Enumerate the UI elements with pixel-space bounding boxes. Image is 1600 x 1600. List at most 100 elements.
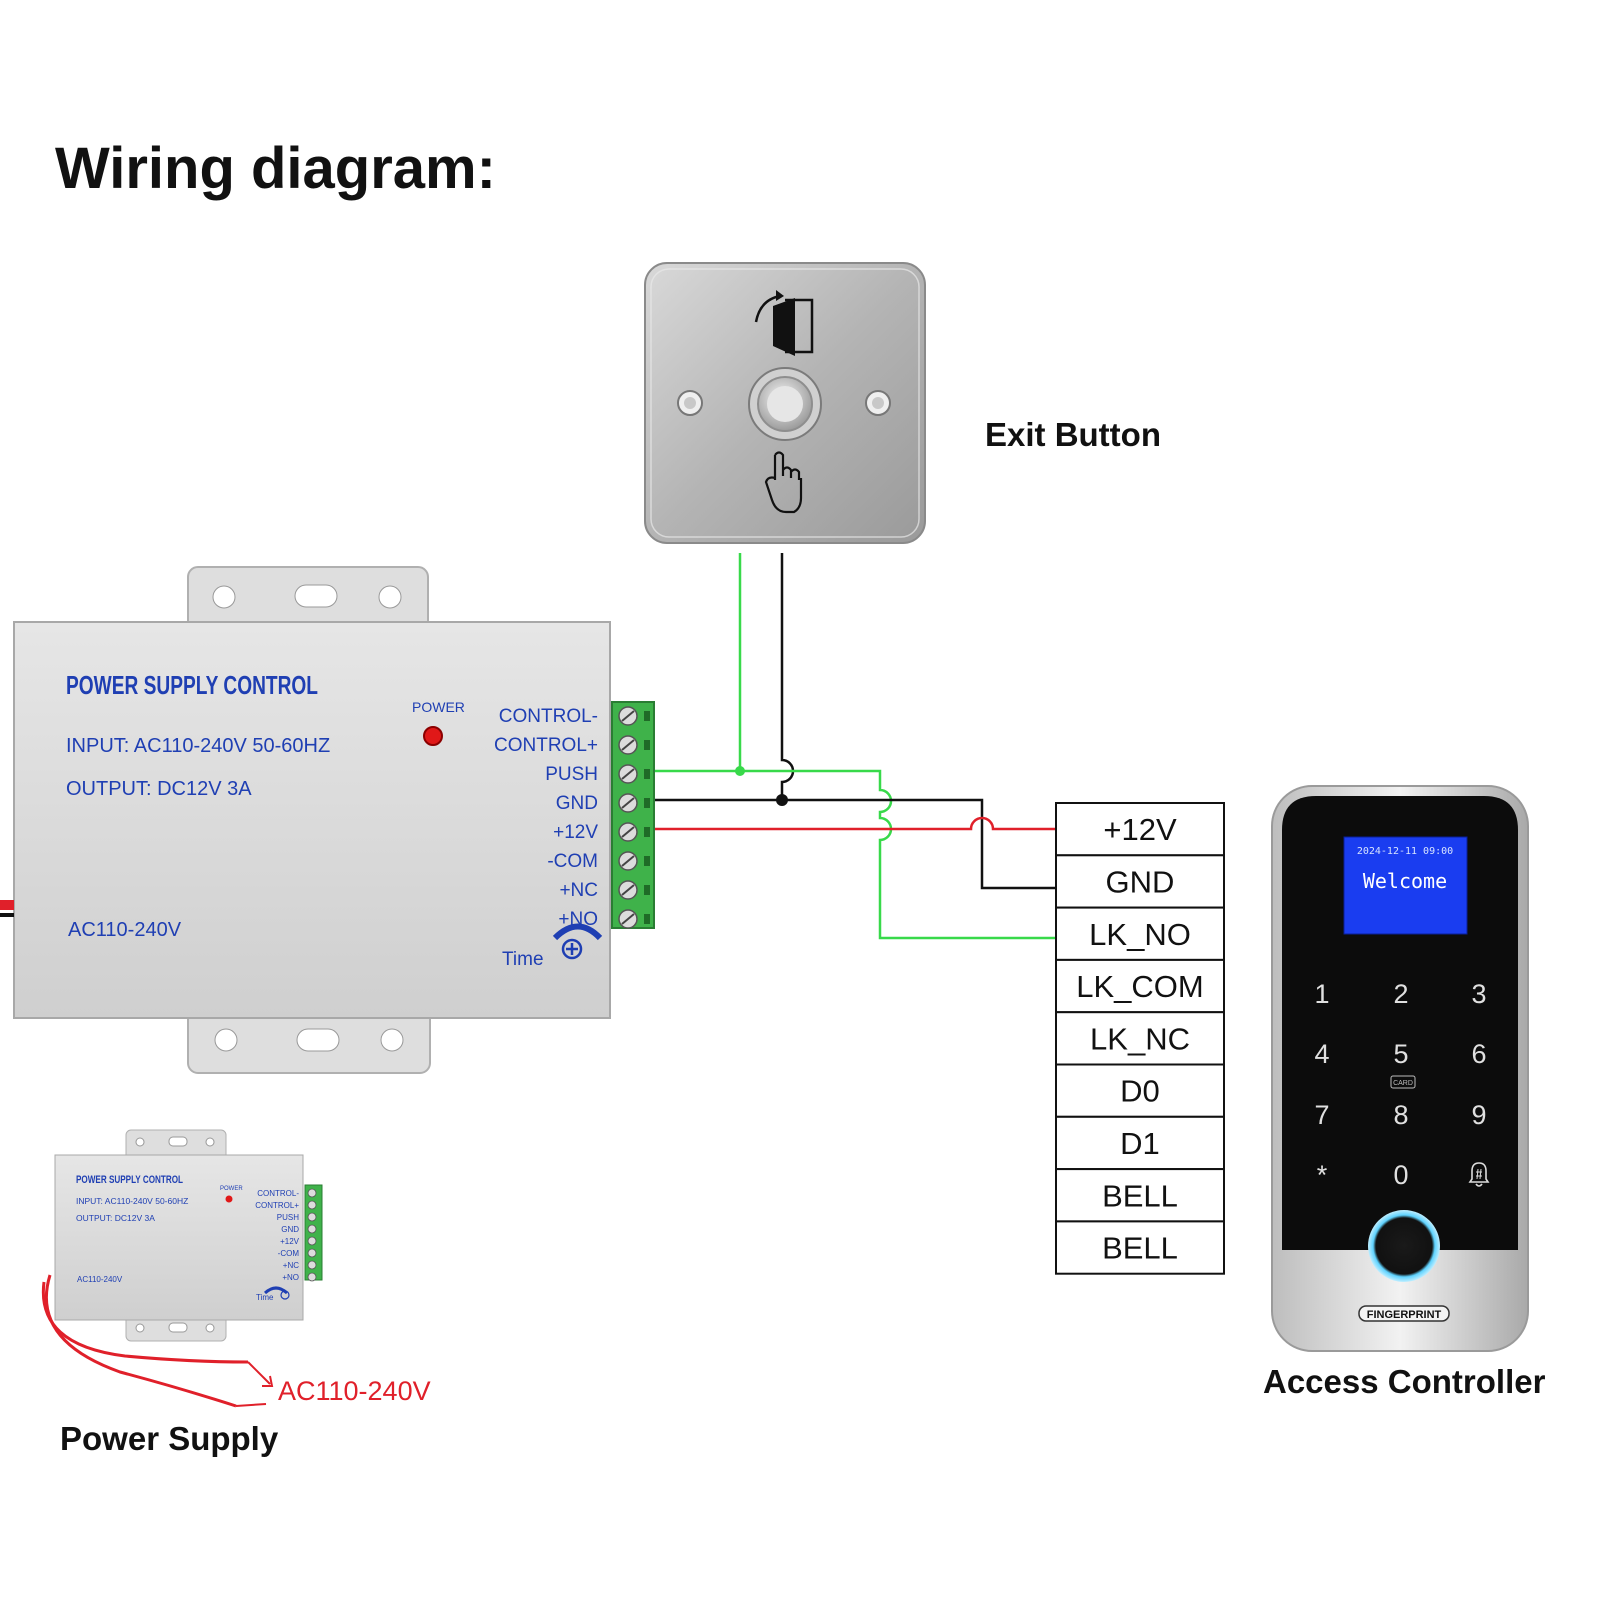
thumb-psu-input: INPUT: AC110-240V 50-60HZ (76, 1196, 188, 1206)
exit-button-device (644, 262, 926, 544)
keypad-key-8[interactable]: 8 (1393, 1100, 1408, 1130)
lcd-screen (1343, 836, 1468, 935)
psu-input-spec: INPUT: AC110-240V 50-60HZ (66, 735, 330, 757)
power-supply-device (0, 566, 655, 1074)
controller-terminal-label: LK_NO (1089, 917, 1191, 952)
lcd-welcome: Welcome (1363, 869, 1447, 893)
wire-12v-red (655, 816, 1056, 831)
power-led-icon (423, 726, 443, 746)
power-supply-thumbnail (41, 1129, 323, 1408)
thumb-psu-output: OUTPUT: DC12V 3A (76, 1213, 155, 1223)
controller-terminal-cell (1055, 958, 1225, 1014)
controller-terminal-label: LK_COM (1076, 969, 1203, 1004)
keypad-key-1[interactable]: 1 (1314, 979, 1329, 1009)
fingerprint-sensor-icon (1368, 1210, 1440, 1282)
access-controller-label: Access Controller (1263, 1363, 1546, 1400)
wiring (655, 553, 1056, 940)
exit-button-label: Exit Button (985, 416, 1161, 453)
psu-terminal-label: -COM (547, 851, 598, 872)
thumb-terminal-label: +NO (282, 1273, 299, 1282)
thumb-psu-power: POWER (220, 1186, 243, 1192)
psu-terminal-labels: CONTROL- CONTROL+ PUSH GND +12V -COM +NC +NO (494, 706, 598, 930)
thumb-psu-time: Time (256, 1293, 274, 1302)
keypad-key-5[interactable]: 5 (1393, 1039, 1408, 1069)
keypad: 1 2 3 4 5 6 7 8 9 * 0 (1314, 979, 1490, 1190)
psu-power-label: POWER (412, 699, 465, 715)
psu-output-spec: OUTPUT: DC12V 3A (66, 778, 252, 800)
wire-exit-black (780, 553, 795, 800)
controller-terminal-label: +12V (1103, 812, 1177, 847)
terminal-screw-icon (307, 1272, 317, 1282)
thumb-terminal-label: +NC (283, 1261, 299, 1270)
controller-terminal-label: GND (1106, 864, 1175, 899)
power-supply-label: Power Supply (60, 1420, 279, 1457)
terminal-screw-icon (618, 909, 650, 929)
controller-terminal-cell (1055, 906, 1225, 961)
thumb-terminal-label: PUSH (277, 1213, 299, 1222)
terminal-screw-icon (618, 735, 650, 755)
controller-terminal-cell (1055, 1168, 1225, 1223)
controller-terminal-cell (1055, 854, 1225, 909)
psu-terminal-label: CONTROL- (499, 706, 598, 727)
thumb-terminal-label: GND (281, 1225, 299, 1234)
lcd-datetime: 2024-12-11 09:00 (1357, 846, 1453, 857)
psu-terminal-label: PUSH (545, 764, 598, 785)
psu-ac-label: AC110-240V (68, 919, 182, 941)
psu-terminal-label: +NC (559, 880, 598, 901)
junction-dot-icon (776, 794, 788, 806)
screw-hole-icon (865, 390, 891, 416)
keypad-key-3[interactable]: 3 (1471, 979, 1486, 1009)
fingerprint-label: FINGERPRINT (1367, 1309, 1442, 1321)
psu-title: POWER SUPPLY CONTROL (66, 670, 318, 700)
wire-push-green (655, 769, 1056, 940)
terminal-screw-icon (618, 880, 650, 900)
card-label: CARD (1393, 1080, 1413, 1087)
bell-key-icon[interactable] (1468, 1162, 1490, 1187)
psu-terminal-label: CONTROL+ (494, 735, 598, 756)
thumb-terminal-label: +12V (280, 1237, 300, 1246)
keypad-key-0[interactable]: 0 (1393, 1160, 1408, 1190)
access-controller-device: 2024-12-11 09:00 Welcome 1 2 3 4 5 6 7 8 9 * 0 CAR… (1271, 785, 1529, 1352)
keypad-key-7[interactable]: 7 (1314, 1100, 1329, 1130)
terminal-screw-icon (307, 1188, 317, 1198)
psu-terminal-label: +NO (558, 909, 598, 930)
thumb-terminal-label: CONTROL+ (255, 1201, 299, 1210)
terminal-screw-icon (618, 764, 650, 784)
keypad-key-9[interactable]: 9 (1471, 1100, 1486, 1130)
terminal-screw-icon (307, 1200, 317, 1210)
mains-voltage-label: AC110-240V (278, 1376, 431, 1406)
thumb-terminal-label: -COM (278, 1249, 300, 1258)
controller-terminal-label: BELL (1102, 1178, 1178, 1213)
keypad-key-2[interactable]: 2 (1393, 979, 1408, 1009)
keypad-key-star[interactable]: * (1317, 1160, 1328, 1190)
terminal-screw-icon (307, 1248, 317, 1258)
terminal-screw-icon (618, 851, 650, 871)
terminal-screw-icon (618, 822, 650, 842)
psu-terminal-label: +12V (553, 822, 598, 843)
screw-hole-icon (677, 390, 703, 416)
keypad-key-6[interactable]: 6 (1471, 1039, 1486, 1069)
open-door-icon (754, 290, 814, 356)
thumb-terminal-labels: CONTROL- CONTROL+ PUSH GND +12V -COM +NC +NO (255, 1189, 299, 1282)
controller-terminal-cell (1055, 1063, 1225, 1118)
controller-terminal-cell (1055, 1115, 1225, 1171)
pointing-hand-icon (764, 451, 803, 514)
controller-terminal-label: BELL (1102, 1231, 1178, 1266)
terminal-screw-icon (307, 1260, 317, 1270)
controller-terminal-label: D0 (1120, 1074, 1160, 1109)
psu-terminal-label: GND (556, 793, 598, 814)
keypad-key-4[interactable]: 4 (1314, 1039, 1329, 1069)
terminal-screw-icon (307, 1212, 317, 1222)
page-title: Wiring diagram: (55, 136, 496, 201)
wire-gnd-black (655, 798, 1056, 890)
thumb-psu-title: POWER SUPPLY CONTROL (76, 1174, 183, 1186)
junction-dot-icon (735, 766, 745, 776)
controller-terminal-cell (1055, 1011, 1225, 1066)
thumb-psu-ac: AC110-240V (77, 1275, 123, 1284)
terminal-screw-icon (618, 793, 650, 813)
thumb-terminal-label: CONTROL- (257, 1189, 299, 1198)
terminal-screw-icon (307, 1236, 317, 1246)
push-button-icon (748, 367, 822, 441)
